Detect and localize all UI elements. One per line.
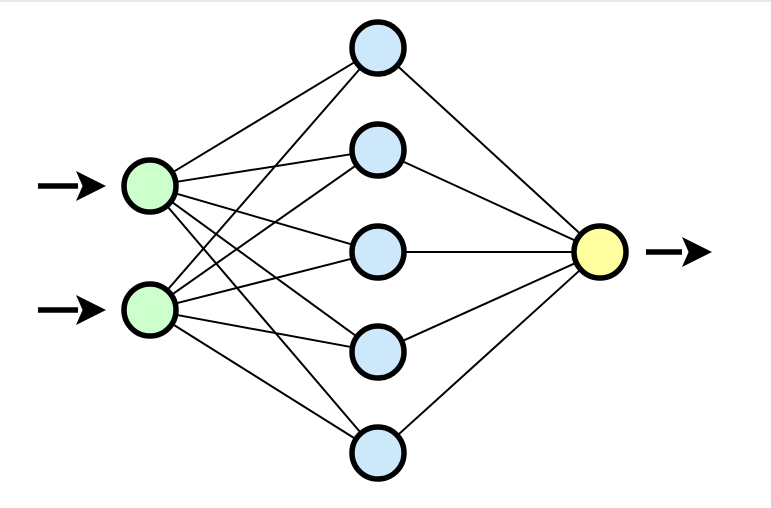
edge-i1-h2 <box>173 152 355 184</box>
layer-output <box>571 223 629 281</box>
node-h1[interactable] <box>349 19 407 77</box>
edge-i1-h4 <box>168 199 360 339</box>
edge-h5-o1 <box>395 267 583 438</box>
edge-h4-o1 <box>399 261 579 343</box>
node-i1[interactable] <box>121 157 179 215</box>
edge-i1-h1 <box>169 59 359 175</box>
edge-i2-h3 <box>172 257 356 305</box>
edge-i2-h4 <box>173 313 355 349</box>
arrow-head <box>682 237 712 267</box>
output-arrow-out1 <box>646 237 712 267</box>
edges-group <box>164 59 583 441</box>
input-arrow-in1 <box>38 171 106 201</box>
arrow-head <box>76 171 106 201</box>
node-h2[interactable] <box>349 121 407 179</box>
edge-i2-h1 <box>165 65 363 293</box>
input-arrow-in2 <box>38 295 106 325</box>
layer-hidden <box>349 19 407 482</box>
edge-i2-h5 <box>169 322 359 441</box>
edge-h1-o1 <box>395 63 583 237</box>
arrow-head <box>76 295 106 325</box>
layer-input <box>121 157 179 339</box>
node-h4[interactable] <box>349 323 407 381</box>
edge-i2-h2 <box>169 163 359 297</box>
edge-i1-h3 <box>172 191 356 247</box>
top-divider <box>0 0 771 2</box>
node-o1[interactable] <box>571 223 629 281</box>
node-h5[interactable] <box>349 424 407 482</box>
io-arrows-group <box>38 171 712 325</box>
nodes-group <box>121 19 629 482</box>
node-h3[interactable] <box>349 223 407 281</box>
node-i2[interactable] <box>121 281 179 339</box>
edge-i1-h5 <box>164 203 364 436</box>
edge-h2-o1 <box>399 159 579 243</box>
